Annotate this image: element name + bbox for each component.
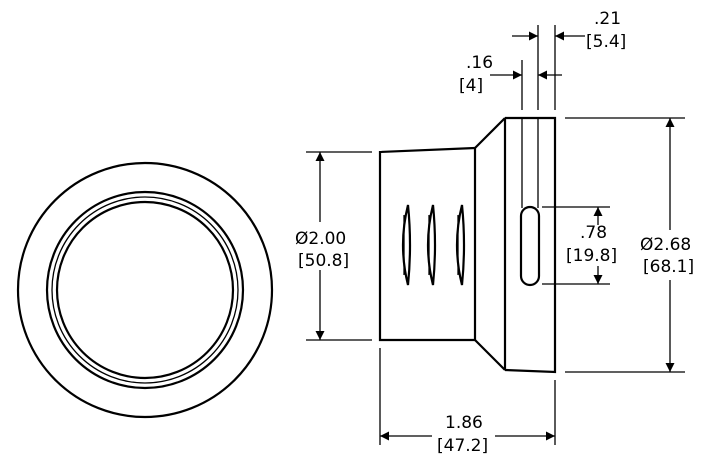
taper-bottom	[474, 339, 506, 371]
dim-flange-diameter: Ø2.68 [68.1]	[565, 117, 694, 373]
dim-value-in: Ø2.68	[640, 235, 691, 255]
dim-value-mm: [4]	[459, 76, 483, 96]
dim-slot-length: .78 [19.8]	[542, 206, 617, 285]
flange-outline	[504, 116, 557, 374]
dim-value-in: .16	[466, 53, 493, 73]
front-view	[16, 161, 274, 419]
body-outline	[378, 146, 476, 342]
body-inner-ring	[51, 196, 239, 384]
dim-value-mm: [50.8]	[298, 251, 349, 271]
dim-slot-width: .21 [5.4]	[512, 9, 626, 110]
side-view	[378, 116, 557, 374]
dim-overall-length: 1.86 [47.2]	[379, 348, 556, 456]
body-outer-circle	[45, 190, 245, 390]
dim-slot-offset: .16 [4]	[459, 53, 562, 110]
dim-value-in: .21	[594, 9, 621, 29]
flange-outer-circle	[16, 161, 274, 419]
bore-circle	[55, 200, 235, 380]
dim-value-mm: [47.2]	[437, 436, 488, 456]
dim-body-diameter: Ø2.00 [50.8]	[295, 151, 372, 341]
dim-value-in: .78	[580, 223, 607, 243]
taper-top	[474, 117, 506, 149]
dim-value-in: Ø2.00	[295, 229, 346, 249]
dim-value-mm: [68.1]	[643, 257, 694, 277]
slot-opening	[519, 205, 541, 287]
dim-value-in: 1.86	[445, 413, 483, 433]
dim-value-mm: [19.8]	[566, 246, 617, 266]
dim-value-mm: [5.4]	[586, 32, 626, 52]
